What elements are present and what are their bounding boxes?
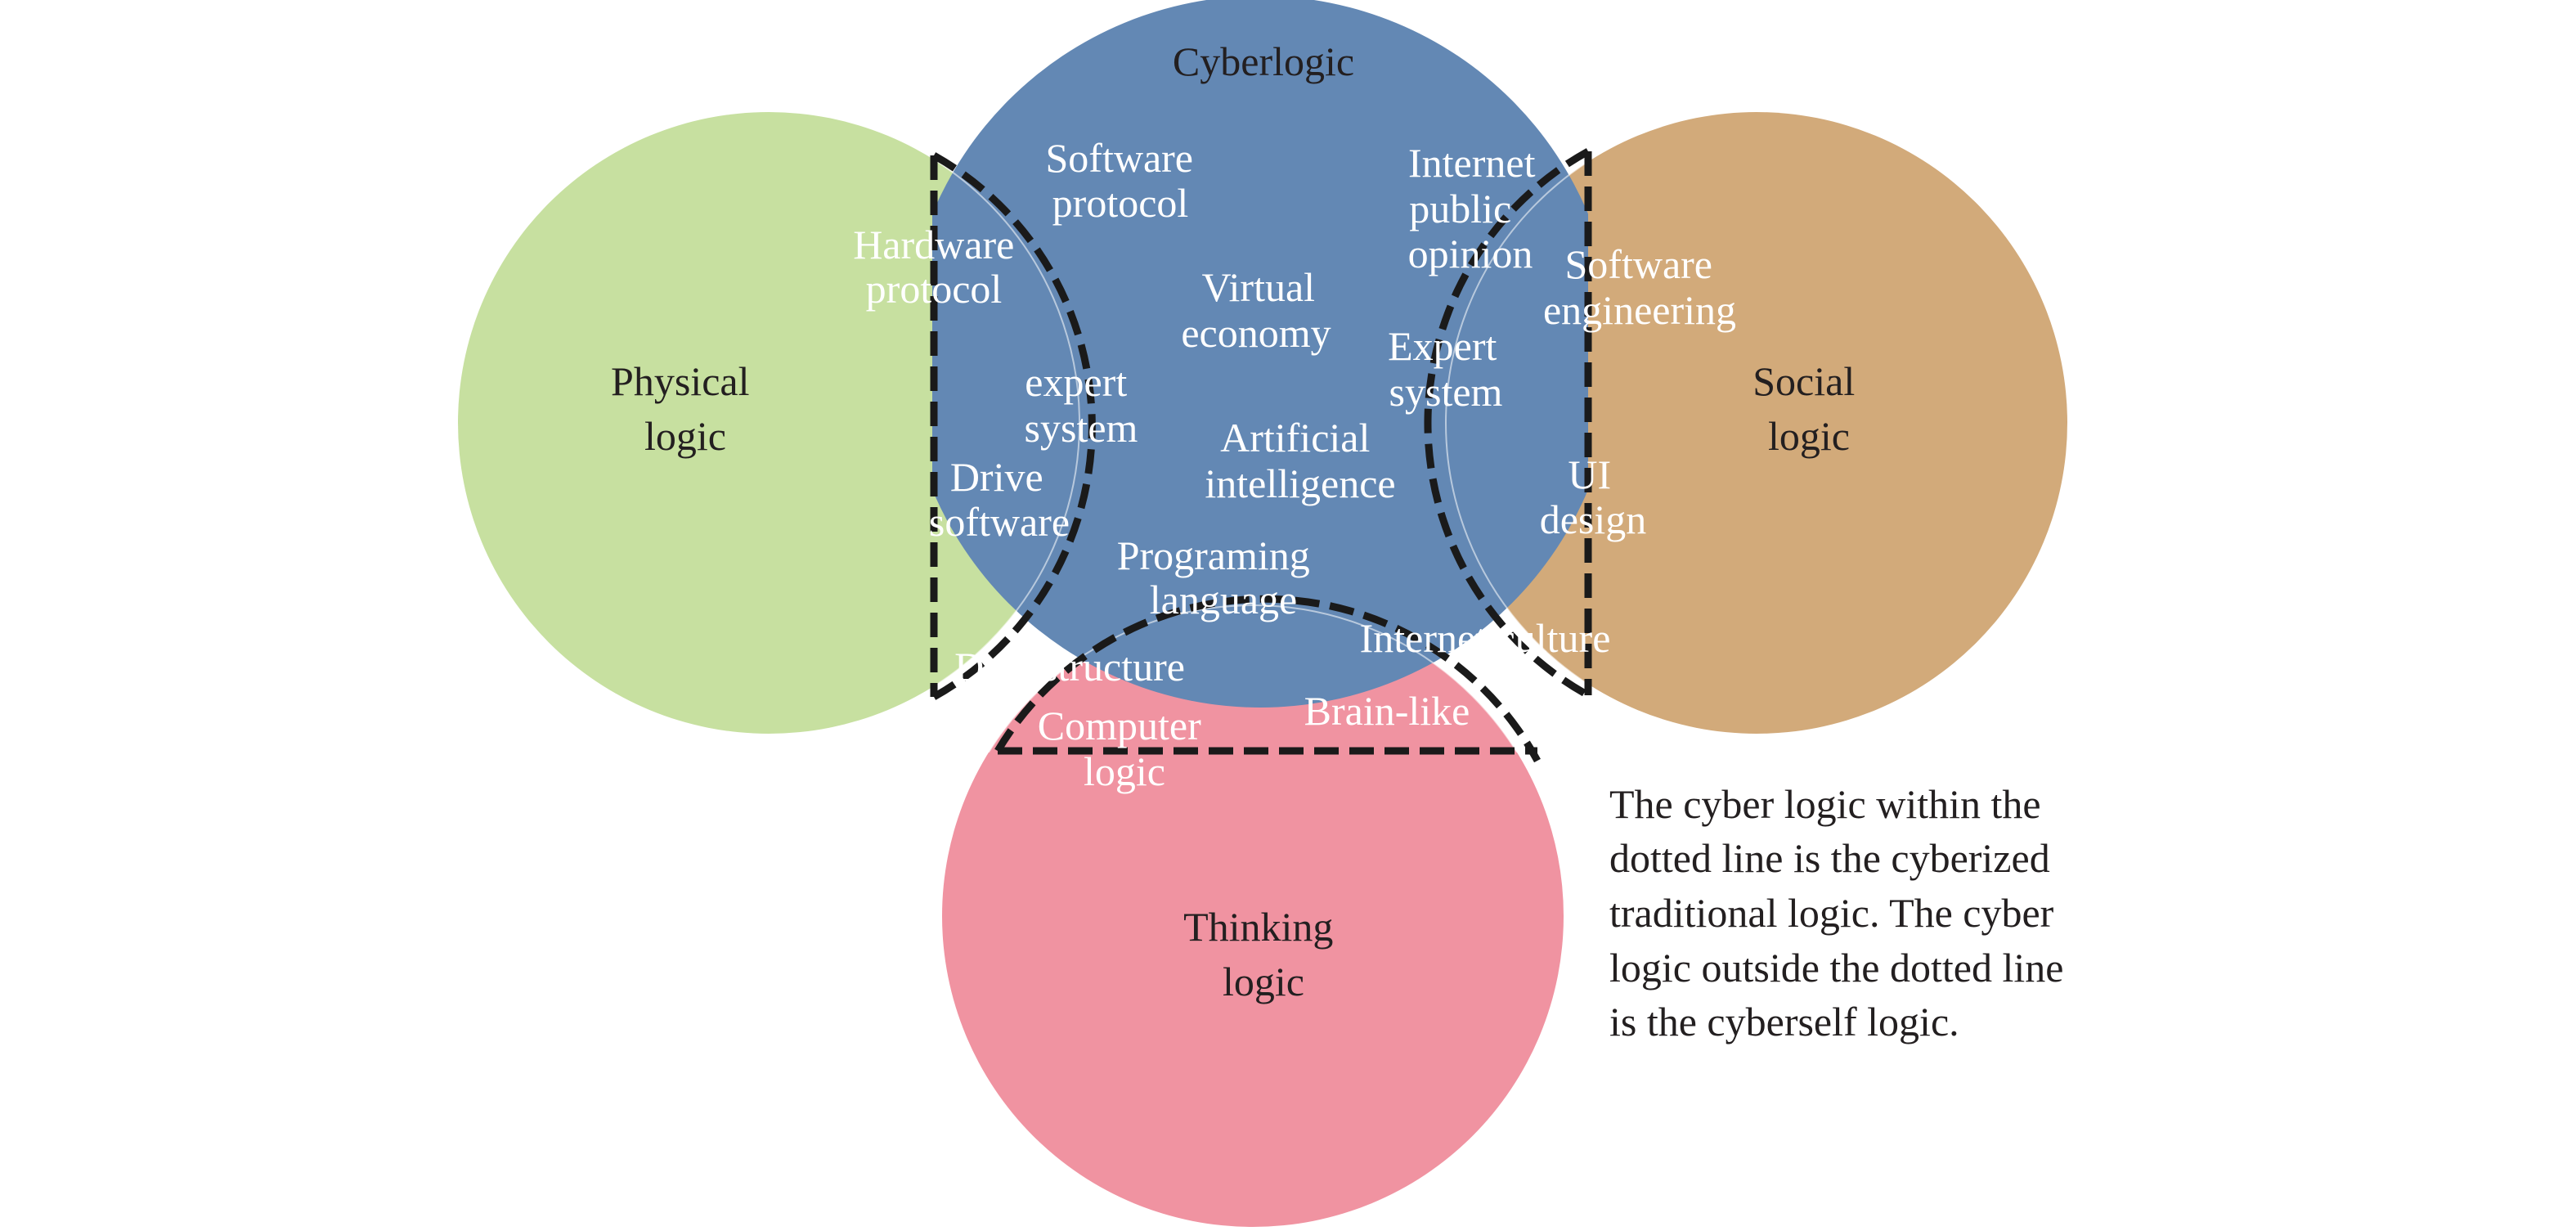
social-circle-boundary [1445, 160, 1588, 685]
physical-logic-circle [458, 112, 1079, 734]
term-artificial-intelligence: Artificial intelligence [1205, 415, 1395, 506]
term-computer-logic: Computer logic [1038, 703, 1211, 794]
term-ui-design: UI design [1540, 452, 1647, 542]
term-hardware-protocol: Hardware protocol [853, 222, 1025, 312]
explanatory-note: The cyber logic within the dotted line i… [1609, 781, 2074, 1045]
physical-logic-label: Physical logic [611, 358, 760, 459]
dashed-boundary-left [931, 152, 1096, 700]
thinking-logic-circle [942, 605, 1564, 1227]
term-software-protocol: Software protocol [1046, 135, 1204, 226]
term-expert-system-left: expert system [1025, 359, 1138, 451]
physical-circle-boundary [932, 157, 1080, 689]
term-internet-culture: Internet culture [1360, 615, 1611, 661]
term-internet-public-opinion: Internet public opinion [1408, 140, 1546, 276]
cyberlogic-circle [932, 0, 1588, 708]
dashed-boundary-bottom [994, 595, 1541, 763]
term-virtual-economy: Virtual economy [1181, 264, 1331, 356]
term-brain-like: Brain-like [1304, 688, 1470, 734]
term-programing-language: Programing language [1117, 532, 1321, 622]
social-logic-circle [1446, 112, 2067, 734]
social-logic-label: Social logic [1752, 358, 1865, 459]
cyberlogic-label: Cyberlogic [1173, 38, 1354, 84]
thinking-logic-label: Thinking logic [1183, 904, 1344, 1004]
term-data-structure: Data structure [954, 644, 1185, 690]
thinking-circle-boundary [987, 604, 1519, 753]
dashed-boundary-right [1424, 148, 1591, 699]
term-expert-system-right: Expert system [1388, 323, 1507, 415]
term-drive-software: Drive software [929, 454, 1070, 545]
term-software-engineering: Software engineering [1543, 241, 1736, 333]
